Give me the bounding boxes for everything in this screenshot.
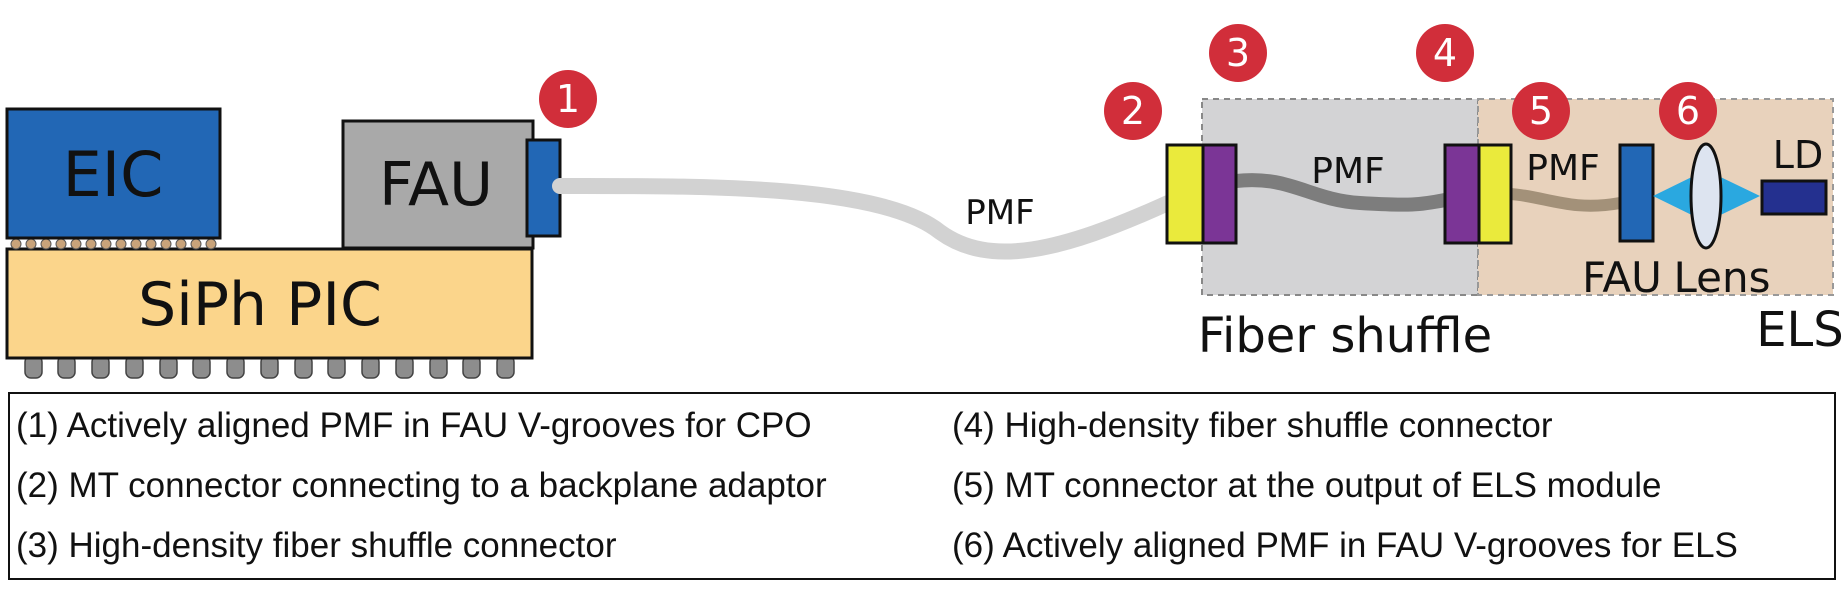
pic-solder-bumps (24, 355, 515, 379)
legend-item-4: (4) High-density fiber shuffle connector (952, 406, 1553, 445)
connector-2-purple (1201, 143, 1238, 245)
lens-icon (1689, 142, 1723, 250)
legend-box: (1) Actively aligned PMF in FAU V-groove… (8, 392, 1836, 580)
eic-micro-bumps (10, 238, 217, 250)
marker-1: 1 (539, 70, 597, 128)
marker-3: 3 (1209, 24, 1267, 82)
fau-right-label: FAU (1582, 253, 1662, 302)
pmf-fiber-shuffle (1229, 173, 1452, 212)
marker-2: 2 (1104, 82, 1162, 140)
legend-item-3: (3) High-density fiber shuffle connector (16, 526, 617, 565)
connector-4-purple (1443, 143, 1481, 245)
marker-5: 5 (1512, 82, 1570, 140)
marker-3-number: 3 (1226, 31, 1250, 75)
fiber-shuffle-label: Fiber shuffle (1198, 308, 1492, 364)
lens-label: Lens (1673, 253, 1770, 302)
marker-1-number: 1 (556, 77, 580, 121)
ld-label: LD (1773, 133, 1823, 177)
eic-block (5, 107, 222, 240)
connector-4-yellow (1477, 143, 1513, 245)
siph-pic-block (5, 247, 534, 360)
ld-block (1760, 179, 1828, 216)
fau-right-connector (1618, 143, 1655, 243)
marker-2-number: 2 (1121, 89, 1145, 133)
eic-label: EIC (63, 138, 164, 211)
pmf-fiber-long (552, 177, 1176, 260)
marker-4-number: 4 (1433, 31, 1457, 75)
siph-pic-label: SiPh PIC (138, 270, 382, 340)
legend-item-5: (5) MT connector at the output of ELS mo… (952, 466, 1662, 505)
fau-left-block (341, 119, 535, 250)
pmf-els-label: PMF (1526, 148, 1599, 189)
marker-5-number: 5 (1529, 89, 1553, 133)
legend-item-6: (6) Actively aligned PMF in FAU V-groove… (952, 526, 1738, 565)
marker-6: 6 (1659, 82, 1717, 140)
legend-item-2: (2) MT connector connecting to a backpla… (16, 466, 827, 505)
pmf-long-label: PMF (965, 193, 1034, 233)
marker-6-number: 6 (1676, 89, 1700, 133)
connector-2-yellow (1165, 143, 1205, 245)
fau-left-label: FAU (379, 150, 493, 220)
marker-4: 4 (1416, 24, 1474, 82)
pmf-shuffle-label: PMF (1311, 151, 1384, 192)
legend-item-1: (1) Actively aligned PMF in FAU V-groove… (16, 406, 812, 445)
els-label: ELS (1756, 302, 1844, 358)
pmf-fiber-els (1504, 188, 1626, 212)
